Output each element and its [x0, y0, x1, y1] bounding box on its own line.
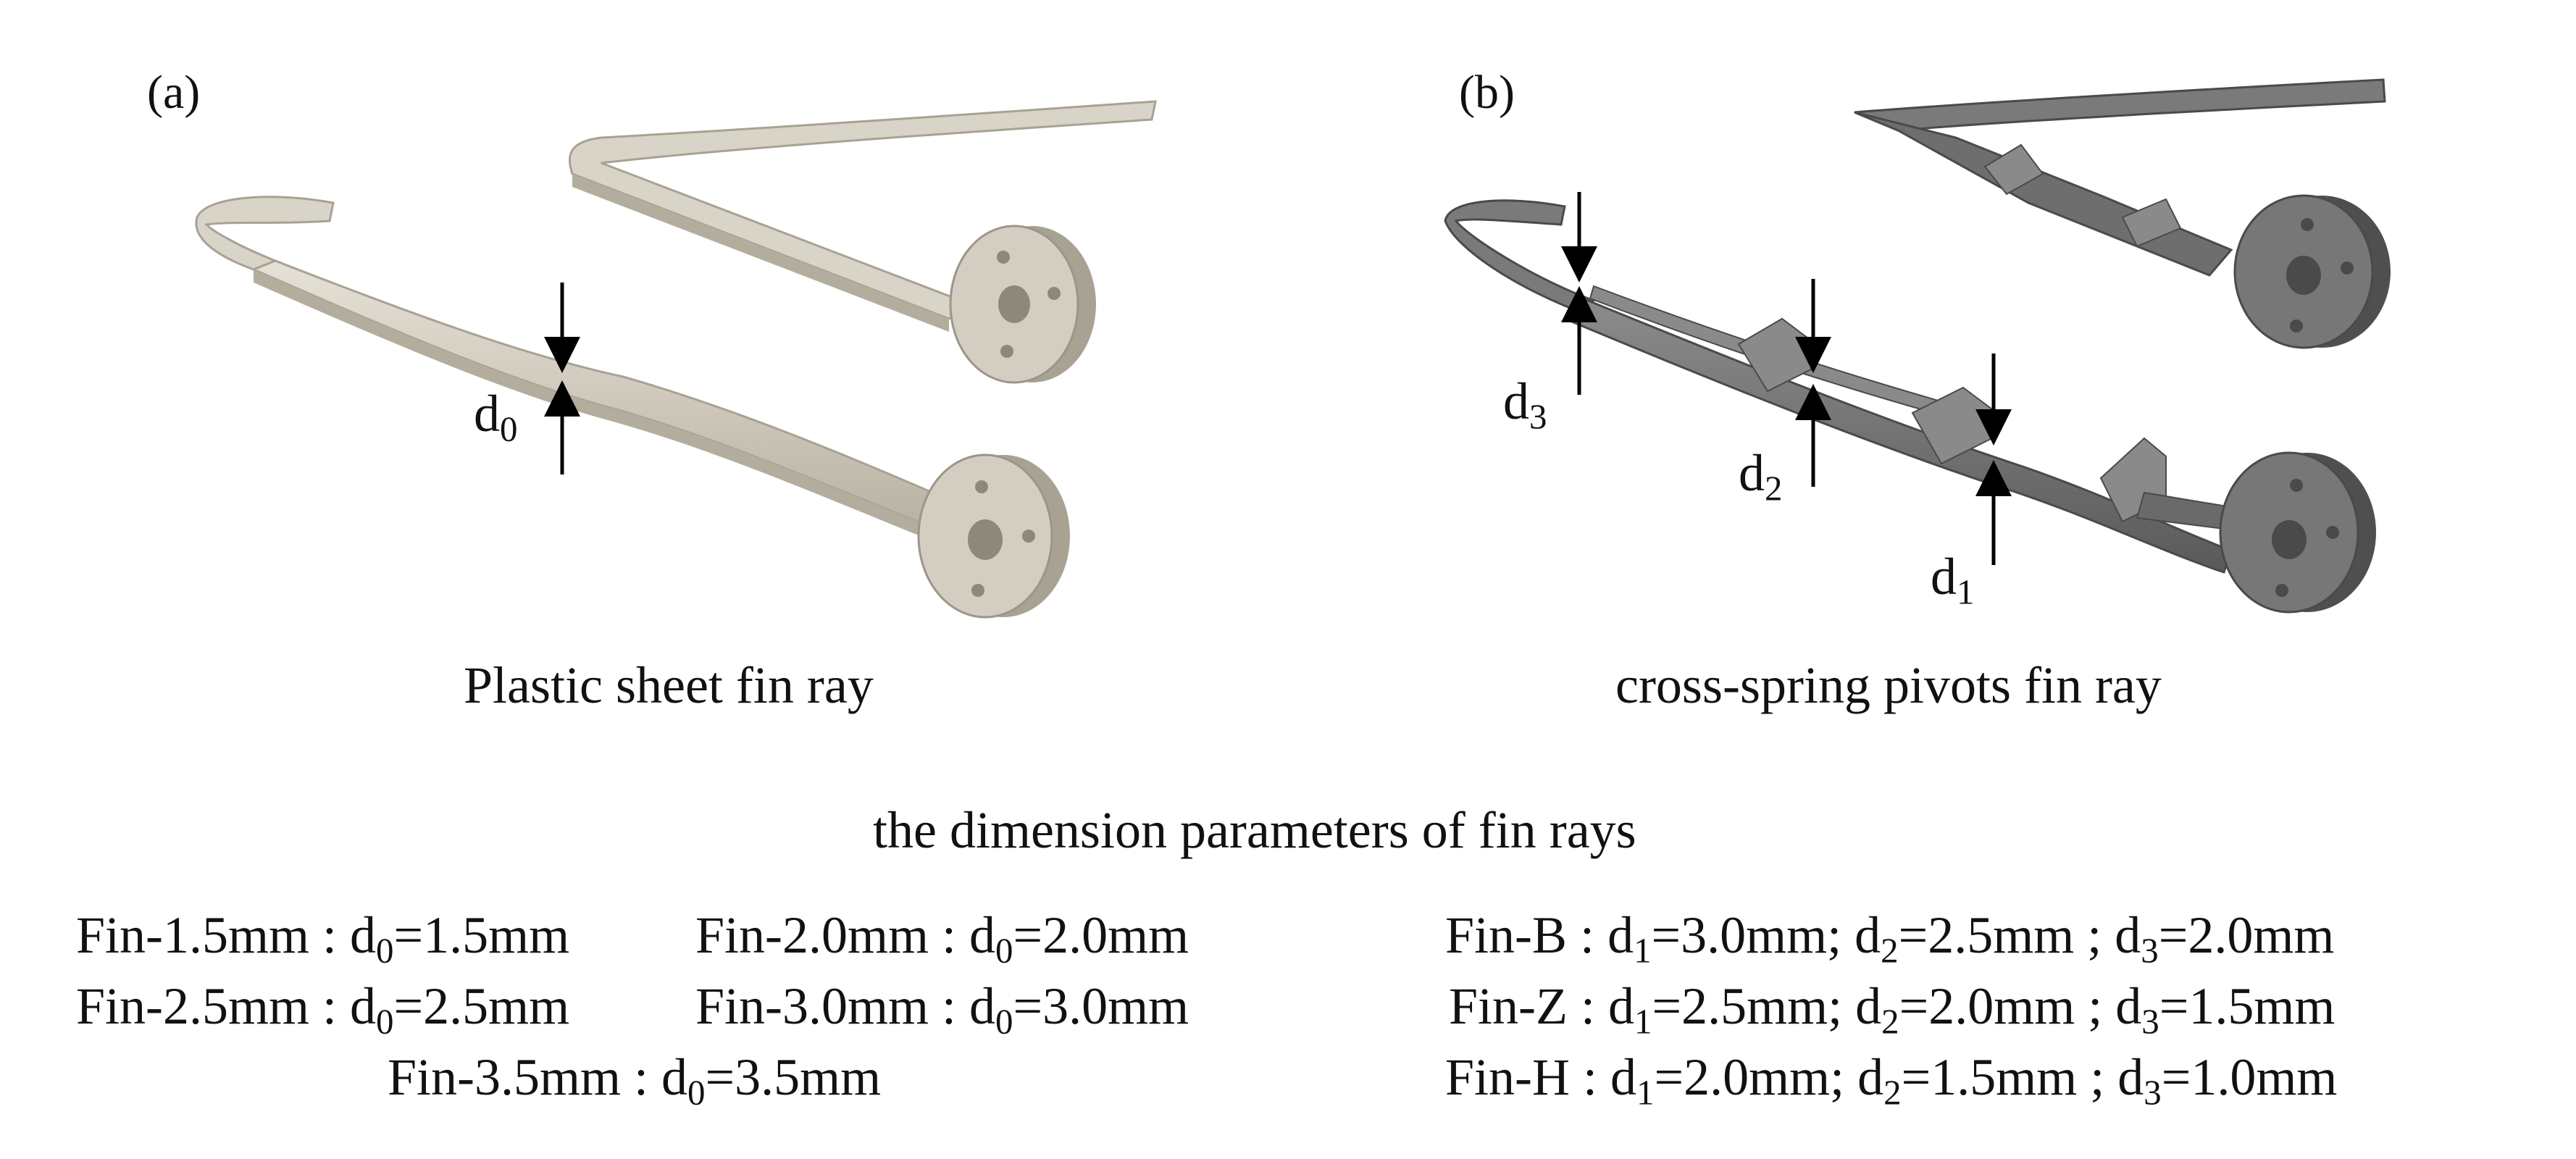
cross-spring-fin-ray-front: [1444, 199, 2376, 614]
panel-label-b: (b): [1459, 66, 1515, 119]
param-fin-b: Fin-B : d1=3.0mm; d2=2.5mm ; d3=2.0mm: [1445, 906, 2335, 971]
dim-label-d2: d2: [1739, 444, 1783, 509]
plastic-fin-ray-back: [568, 100, 1157, 384]
param-fin-3-0mm: Fin-3.0mm : d0=3.0mm: [695, 977, 1189, 1042]
param-fin-1-5mm: Fin-1.5mm : d0=1.5mm: [76, 906, 570, 971]
cross-spring-fin-ray-back: [1854, 78, 2391, 349]
dim-label-d0: d0: [474, 385, 518, 449]
dim-label-d1: d1: [1931, 548, 1975, 612]
panel-label-a: (a): [147, 66, 201, 119]
parameters-title: the dimension parameters of fin rays: [873, 801, 1636, 859]
param-fin-z: Fin-Z : d1=2.5mm; d2=2.0mm ; d3=1.5mm: [1449, 977, 2335, 1042]
param-fin-2-0mm: Fin-2.0mm : d0=2.0mm: [695, 906, 1189, 971]
param-fin-h: Fin-H : d1=2.0mm; d2=1.5mm ; d3=1.0mm: [1445, 1048, 2338, 1113]
dim-label-d3: d3: [1503, 372, 1547, 437]
caption-plastic-fin-ray: Plastic sheet fin ray: [464, 656, 874, 714]
plastic-fin-ray-front: [195, 196, 1070, 619]
caption-cross-spring-fin-ray: cross-spring pivots fin ray: [1615, 656, 2162, 714]
param-fin-3-5mm: Fin-3.5mm : d0=3.5mm: [388, 1048, 882, 1113]
param-fin-2-5mm: Fin-2.5mm : d0=2.5mm: [76, 977, 570, 1042]
